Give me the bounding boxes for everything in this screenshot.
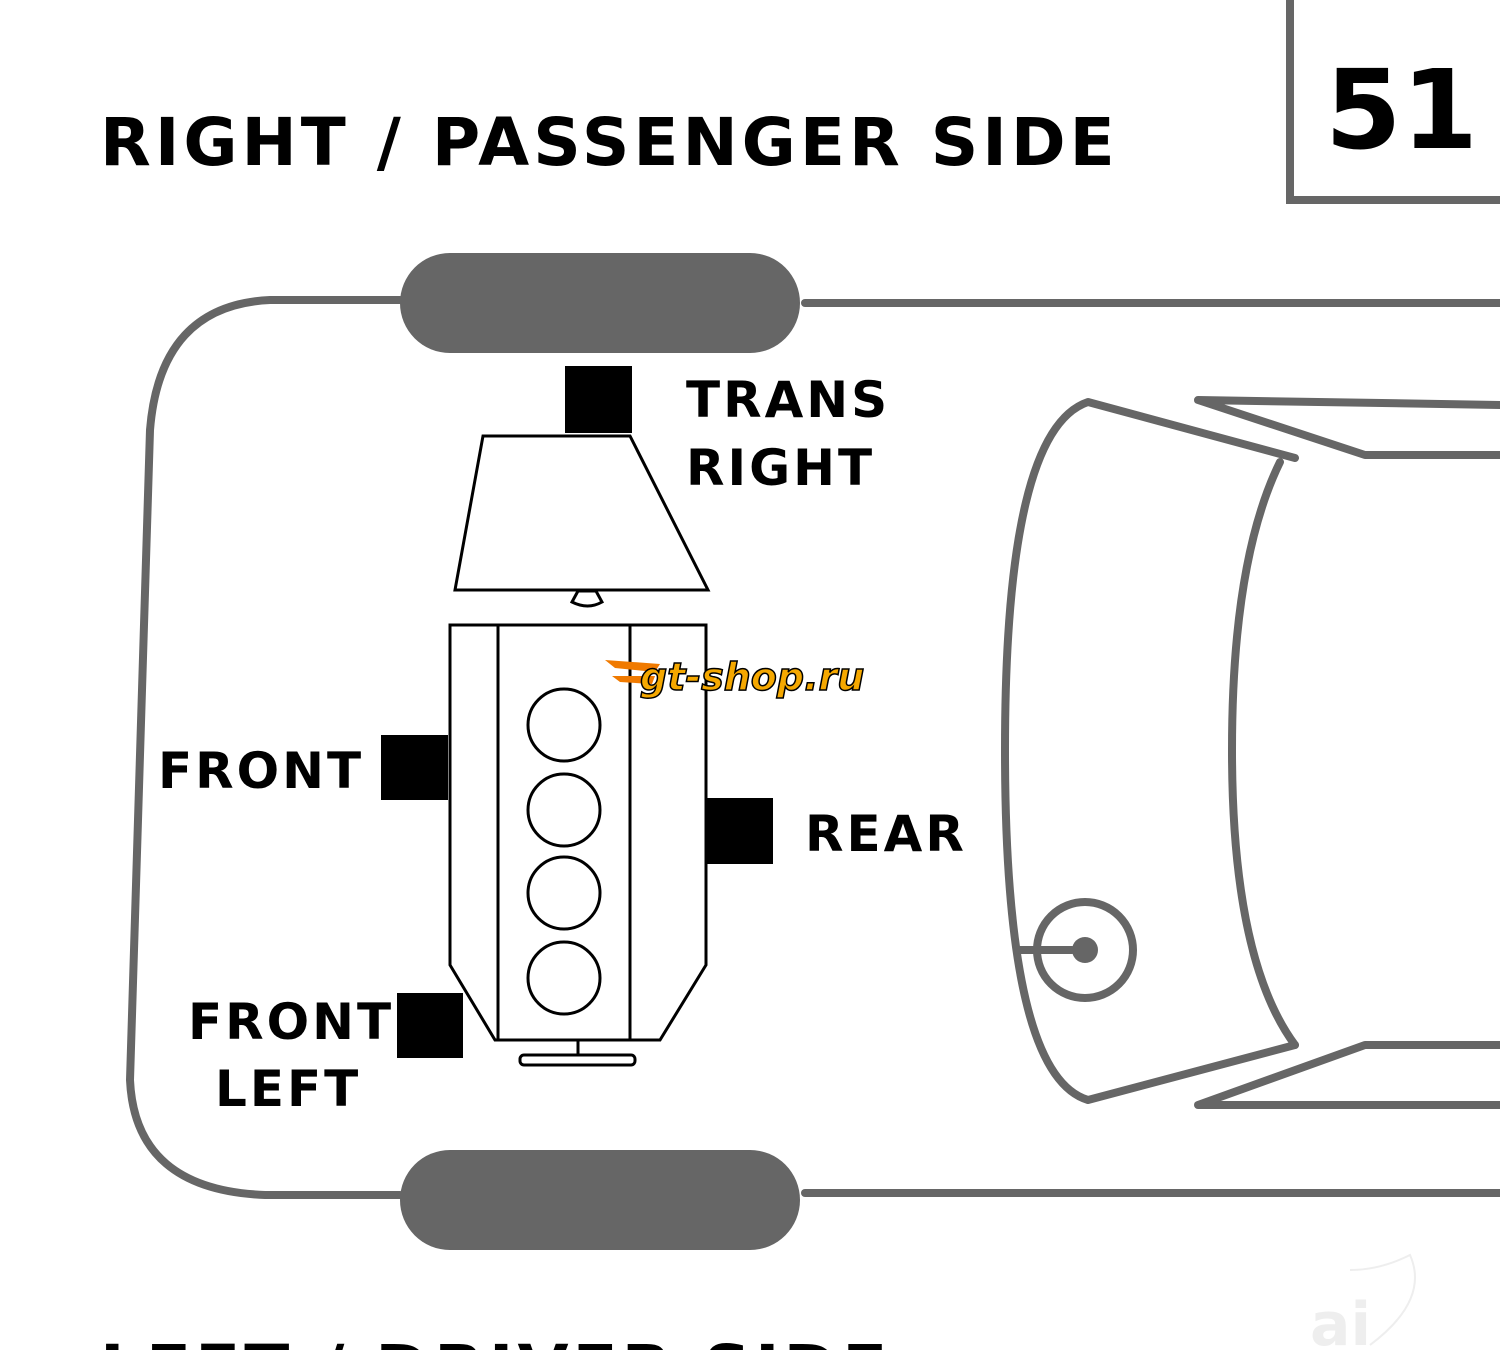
trans-right-label-2: RIGHT xyxy=(686,439,875,497)
cylinder-1 xyxy=(526,687,602,763)
car-front-outline xyxy=(126,296,404,1199)
left-door-lines xyxy=(1194,1041,1500,1109)
rear-label: REAR xyxy=(805,805,967,863)
crank-pulley xyxy=(518,1053,637,1067)
logo-text: gt-shop.ru xyxy=(640,655,864,699)
trans-right-label-1: TRANS xyxy=(686,371,890,429)
left-front-wheel xyxy=(400,1150,800,1250)
cylinder-4 xyxy=(526,940,602,1016)
windshield-line xyxy=(1228,458,1299,1049)
cylinder-3 xyxy=(526,855,602,931)
mount-trans-right xyxy=(565,366,632,433)
page-number-box xyxy=(1286,0,1500,204)
page-number: 51 xyxy=(1325,46,1478,174)
gt-shop-logo: gt-shop.ru xyxy=(605,654,865,700)
right-front-wheel xyxy=(400,253,800,353)
top-side-label: RIGHT / PASSENGER SIDE xyxy=(100,104,1119,181)
transmission xyxy=(453,434,711,592)
cylinder-2 xyxy=(526,772,602,848)
corner-watermark: ai xyxy=(1310,1290,1371,1350)
corner-watermark-swoosh xyxy=(1349,1253,1416,1346)
front-label: FRONT xyxy=(158,742,364,800)
bottom-side-label: LEFT / DRIVER SIDE xyxy=(100,1331,891,1350)
dashboard-outline xyxy=(1001,398,1299,1104)
mount-front xyxy=(381,735,448,800)
right-door-lines xyxy=(1194,396,1500,459)
transmission-coupling xyxy=(569,589,605,608)
mount-rear xyxy=(706,798,773,864)
mount-front-left xyxy=(397,993,463,1058)
front-left-label-1: FRONT xyxy=(188,993,394,1051)
steering-hub xyxy=(1072,937,1098,963)
front-left-label-2: LEFT xyxy=(215,1060,361,1118)
